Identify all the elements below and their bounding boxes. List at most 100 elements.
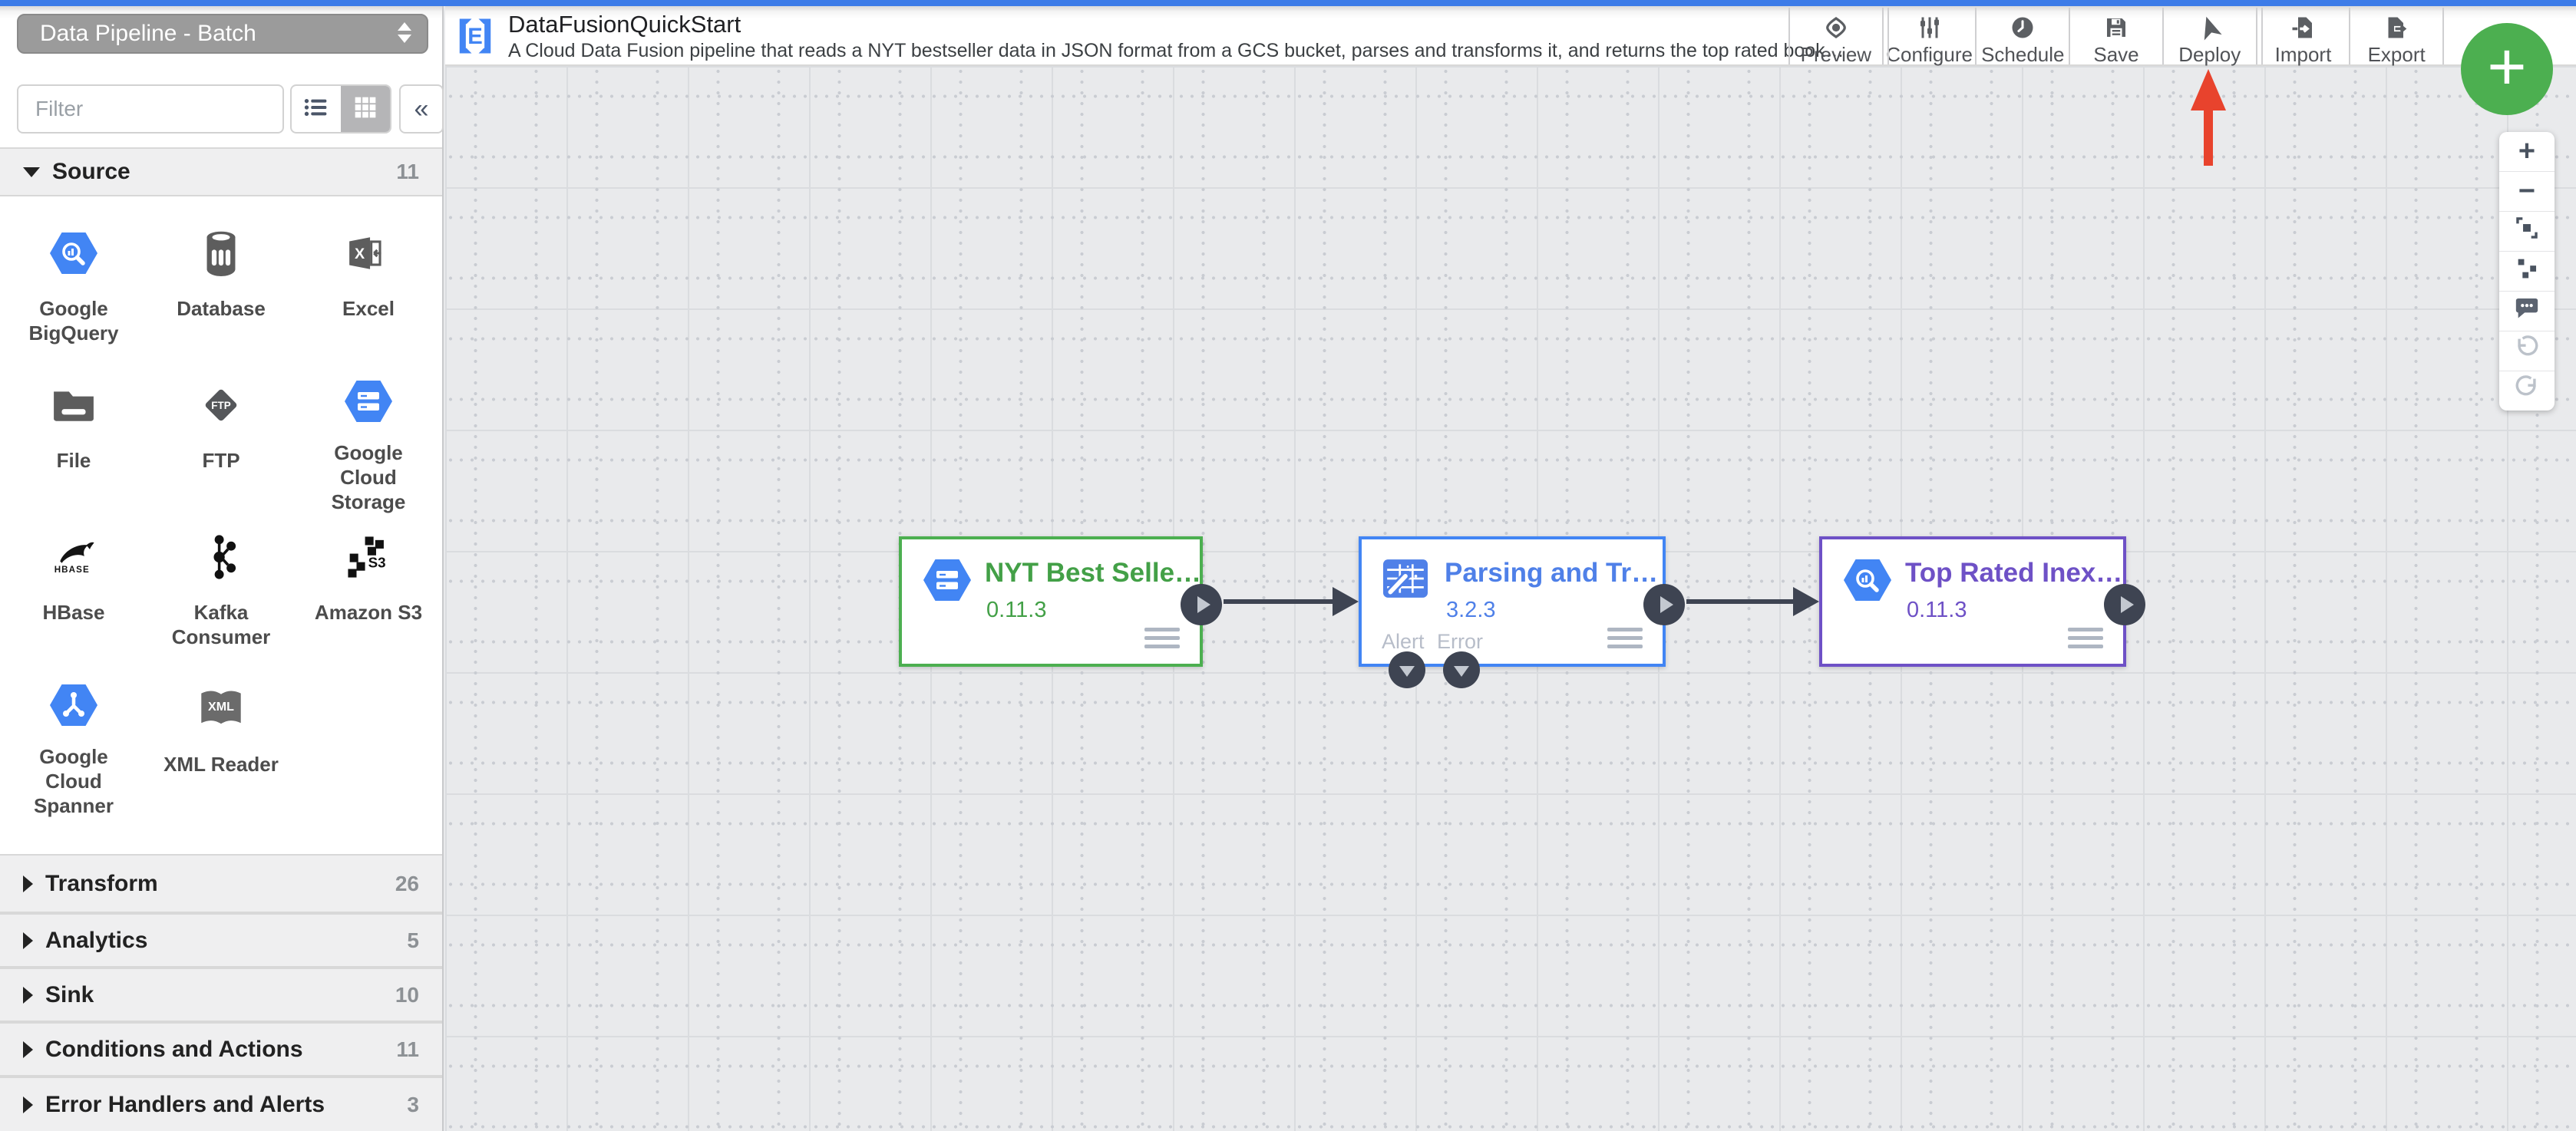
schedule-button[interactable]: Schedule (1975, 8, 2069, 66)
fit-to-screen-icon (2514, 215, 2540, 249)
zoom-out-button[interactable]: − (2499, 172, 2555, 212)
error-port[interactable] (1443, 651, 1480, 688)
plugin-label: File (56, 449, 91, 472)
section-header-analytics[interactable]: Analytics 5 (0, 913, 442, 968)
collapse-sidebar-button[interactable]: « (399, 84, 444, 134)
cloud-storage-hexagon-icon (345, 381, 392, 422)
plugin-item-database[interactable]: Database (147, 206, 295, 358)
plugin-sidebar: Data Pipeline - Batch « Source 11 (0, 6, 444, 1131)
plugin-item-amazon-s3[interactable]: S3 Amazon S3 (295, 509, 442, 661)
chevron-collapsed-icon (23, 1096, 33, 1113)
plugin-item-google-cloud-spanner[interactable]: Google Cloud Spanner (0, 661, 147, 817)
node-menu-icon[interactable] (1144, 628, 1180, 648)
plugin-label: Database (177, 297, 266, 320)
section-count-badge: 11 (396, 1037, 419, 1061)
node-menu-icon[interactable] (1607, 628, 1643, 648)
chevron-collapsed-icon (23, 932, 33, 949)
section-header-error-handlers-and-alerts[interactable]: Error Handlers and Alerts 3 (0, 1077, 442, 1131)
grid-view-button[interactable] (341, 86, 390, 132)
svg-text:S3: S3 (368, 554, 386, 570)
connection-line-2 (1686, 599, 1796, 604)
node-menu-icon[interactable] (2068, 628, 2103, 648)
plugin-item-excel[interactable]: X Excel (295, 206, 442, 358)
excel-icon: X (346, 229, 391, 278)
plugin-label: FTP (202, 449, 240, 472)
database-cylinder-icon (200, 229, 243, 278)
redo-button[interactable] (2499, 371, 2555, 411)
section-header-source[interactable]: Source 11 (0, 147, 442, 196)
pipeline-canvas[interactable]: NYT Best Selle… 0.11.3 Parsing and Tr… 3… (445, 66, 2576, 1131)
connection-arrowhead-2 (1793, 587, 1819, 616)
zoom-in-button[interactable]: + (2499, 132, 2555, 172)
port-down-icon (1454, 666, 1469, 677)
plugin-item-google-cloud-storage[interactable]: Google Cloud Storage (295, 358, 442, 513)
undo-button[interactable] (2499, 331, 2555, 371)
section-header-conditions-and-actions[interactable]: Conditions and Actions 11 (0, 1022, 442, 1077)
list-view-button[interactable] (292, 86, 341, 132)
plugin-item-google-bigquery[interactable]: Google BigQuery (0, 206, 147, 358)
cdap-logo-icon: E (454, 15, 496, 57)
folder-icon (51, 381, 96, 430)
preview-button[interactable]: Preview (1790, 8, 1882, 66)
deploy-annotation-arrow (2191, 69, 2226, 166)
collapse-chevrons-icon: « (414, 94, 429, 124)
section-header-transform[interactable]: Transform 26 (0, 854, 442, 913)
action-label: Schedule (1981, 43, 2065, 66)
save-floppy-icon (2102, 14, 2130, 41)
plugin-item-file[interactable]: File (0, 358, 147, 509)
undo-icon (2514, 335, 2540, 368)
plus-icon: + (2518, 135, 2536, 167)
node-parsing-and-transform[interactable]: Parsing and Tr… 3.2.3 Alert Error (1359, 536, 1685, 688)
node-title: Parsing and Tr… (1445, 558, 1659, 588)
deploy-button[interactable]: Deploy (2162, 8, 2256, 66)
error-port-label: Error (1437, 630, 1483, 653)
plugin-item-hbase[interactable]: HBASE HBase (0, 509, 147, 661)
pipeline-actions-toolbar: Preview Configure Schedule Save (1788, 8, 2444, 66)
arrow-tail (2204, 109, 2213, 166)
top-accent-bar (0, 0, 2576, 6)
plugin-filter-input[interactable] (17, 84, 284, 134)
node-version: 3.2.3 (1446, 598, 1496, 622)
wrangler-icon (1383, 559, 1428, 602)
bigquery-hexagon-icon (1844, 559, 1891, 605)
import-button[interactable]: Import (2255, 8, 2350, 66)
section-header-sink[interactable]: Sink 10 (0, 968, 442, 1022)
configure-button[interactable]: Configure (1881, 8, 1976, 66)
kafka-icon (203, 533, 239, 582)
align-nodes-button[interactable] (2499, 252, 2555, 292)
output-port[interactable] (1643, 584, 1685, 625)
node-nyt-best-sellers[interactable]: NYT Best Selle… 0.11.3 (899, 536, 1222, 667)
svg-text:FTP: FTP (211, 400, 230, 411)
port-play-icon (1660, 596, 1673, 613)
action-label: Import (2274, 43, 2332, 66)
pipeline-type-select[interactable]: Data Pipeline - Batch (17, 14, 428, 54)
pipeline-description: A Cloud Data Fusion pipeline that reads … (508, 40, 1844, 61)
action-label: Configure (1886, 43, 1973, 66)
add-plugin-fab-button[interactable]: + (2461, 23, 2553, 115)
section-count-badge: 11 (396, 160, 419, 183)
node-top-rated-inexpensive[interactable]: Top Rated Inex… 0.11.3 (1819, 536, 2145, 667)
xml-book-icon: XML (198, 684, 244, 734)
show-comments-button[interactable] (2499, 292, 2555, 331)
plugin-item-kafka-consumer[interactable]: Kafka Consumer (147, 509, 295, 661)
connection-line-1 (1224, 599, 1336, 604)
minus-icon: − (2518, 175, 2536, 207)
output-port[interactable] (2104, 584, 2145, 625)
svg-text:XML: XML (208, 700, 234, 714)
svg-text:HBASE: HBASE (54, 565, 90, 575)
alert-port[interactable] (1389, 651, 1425, 688)
plugin-label: Amazon S3 (314, 601, 423, 624)
section-count-badge: 5 (407, 928, 419, 952)
plugin-item-ftp[interactable]: FTP FTP (147, 358, 295, 509)
section-count-badge: 3 (407, 1092, 419, 1116)
fit-to-screen-button[interactable] (2499, 212, 2555, 252)
plugin-item-xml-reader[interactable]: XML XML Reader (147, 661, 295, 813)
export-button[interactable]: Export (2349, 8, 2442, 66)
chevron-expanded-icon (23, 167, 40, 177)
amazon-s3-icon: S3 (345, 533, 392, 582)
pipeline-header: E DataFusionQuickStart A Cloud Data Fusi… (445, 6, 2576, 66)
plugin-label: HBase (42, 601, 105, 624)
output-port[interactable] (1181, 584, 1222, 625)
save-button[interactable]: Save (2069, 8, 2162, 66)
node-title: NYT Best Selle… (985, 558, 1202, 588)
